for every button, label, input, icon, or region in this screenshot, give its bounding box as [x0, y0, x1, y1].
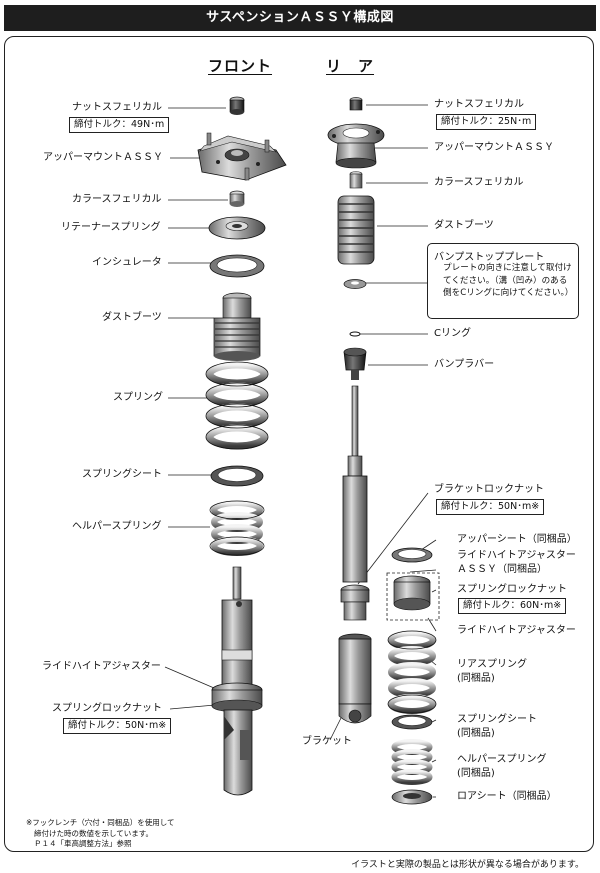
- bump-stop-plate-title: バンプストッププレート: [434, 252, 545, 263]
- front-upper-mount-label: アッパーマウントＡＳＳＹ: [43, 152, 163, 163]
- footnote-line-2: 締付けた時の数値を示しています。: [34, 828, 154, 838]
- rear-spring-lock-nut-label: スプリングロックナット: [457, 584, 567, 595]
- rear-rha-assy-label-2: ＡＳＳＹ（同梱品）: [457, 564, 547, 575]
- torque-footnote: ※フックレンチ（穴付・同梱品）を使用して 締付けた時の数値を示しています。 Ｐ１…: [26, 818, 175, 850]
- rear-header: リ ア: [326, 57, 375, 75]
- rear-nut-torque: 締付トルク：25N･m: [436, 114, 537, 130]
- front-spring-seat-label: スプリングシート: [82, 469, 162, 480]
- rear-bracket-lock-nut-label: ブラケットロックナット: [434, 484, 544, 495]
- rear-spring-seat-label-1: スプリングシート: [457, 714, 537, 725]
- rear-ride-height-adjuster-label: ライドハイトアジャスター: [457, 625, 576, 636]
- rear-spring-lock-torque: 締付トルク：60N･m※: [458, 598, 567, 614]
- rear-dust-boot-label: ダストブーツ: [434, 220, 494, 231]
- footnote-line-3: Ｐ１４「車高調整方法」参照: [34, 839, 132, 848]
- front-retainer-label: リテーナースプリング: [61, 222, 161, 233]
- front-helper-spring-label: ヘルパースプリング: [72, 521, 162, 532]
- disclaimer: イラストと実際の製品とは形状が異なる場合があります。: [351, 860, 584, 870]
- bump-stop-plate-instructions: プレートの向きに注意して取付けてください。（溝（凹み）のある側をCリングに向けて…: [443, 263, 574, 298]
- rear-helper-spring-label-1: ヘルパースプリング: [457, 754, 547, 765]
- front-nut-torque: 締付トルク：49N･m: [69, 117, 170, 133]
- front-collar-label: カラースフェリカル: [72, 194, 162, 205]
- diagram-frame: [4, 36, 594, 852]
- rear-c-ring-label: Cリング: [434, 328, 471, 339]
- rear-upper-mount-label: アッパーマウントＡＳＳＹ: [434, 142, 554, 153]
- front-dust-boot-label: ダストブーツ: [102, 312, 162, 323]
- rear-bracket-label: ブラケット: [302, 736, 352, 747]
- rear-upper-seat-label: アッパーシート（同梱品）: [457, 534, 577, 545]
- front-ride-height-adjuster-label: ライドハイトアジャスター: [42, 661, 161, 672]
- front-insulator-label: インシュレータ: [92, 257, 162, 268]
- rear-spring-seat-label-2: (同梱品): [457, 728, 495, 739]
- bump-stop-plate-note: バンプストッププレート プレートの向きに注意して取付けてください。（溝（凹み）の…: [427, 243, 579, 319]
- front-lock-nut-torque: 締付トルク：50N･m※: [63, 718, 172, 734]
- footnote-line-1: ※フックレンチ（穴付・同梱品）を使用して: [26, 818, 175, 827]
- rear-lower-seat-label: ロアシート（同梱品）: [457, 791, 557, 802]
- rear-collar-label: カラースフェリカル: [434, 177, 524, 188]
- page-title: サスペンションＡＳＳＹ構成図: [4, 5, 596, 31]
- rear-helper-spring-label-2: (同梱品): [457, 768, 495, 779]
- rear-rha-assy-label-1: ライドハイトアジャスター: [457, 550, 576, 561]
- rear-bump-rubber-label: バンプラバー: [434, 359, 495, 370]
- front-spring-lock-nut-label: スプリングロックナット: [52, 703, 162, 714]
- front-nut-label: ナットスフェリカル: [72, 102, 162, 113]
- front-header: フロント: [208, 57, 273, 75]
- rear-nut-label: ナットスフェリカル: [434, 99, 524, 110]
- rear-spring-label-2: (同梱品): [457, 673, 495, 684]
- front-spring-label: スプリング: [113, 392, 163, 403]
- rear-spring-label-1: リアスプリング: [457, 659, 527, 670]
- rear-bracket-torque: 締付トルク：50N･m※: [436, 499, 545, 515]
